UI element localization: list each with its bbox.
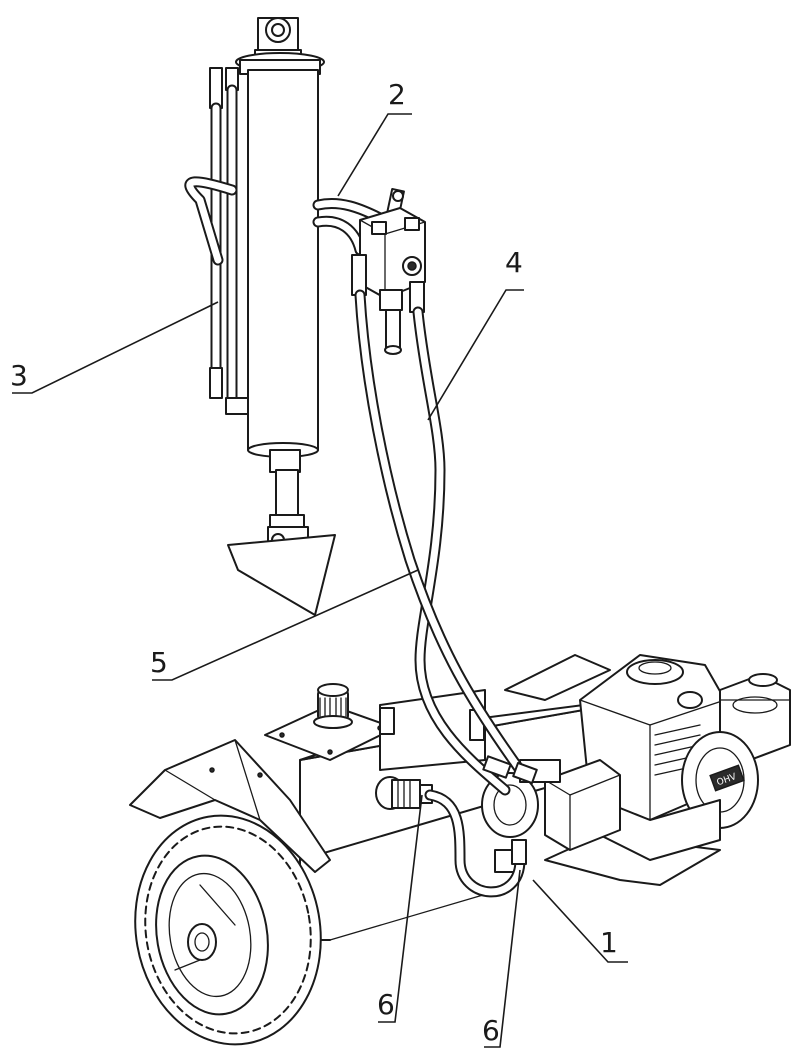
pressure-hose-4 bbox=[412, 306, 511, 796]
callout-6-right: 6 bbox=[482, 869, 521, 1048]
filler-cap bbox=[313, 683, 353, 729]
callout-1: 1 bbox=[532, 879, 628, 963]
return-hose-left bbox=[184, 67, 249, 415]
callout-label-6-left: 6 bbox=[377, 988, 395, 1021]
suction-hose bbox=[424, 789, 526, 898]
fender bbox=[129, 739, 331, 873]
control-valve bbox=[351, 187, 426, 355]
callout-label-5: 5 bbox=[150, 646, 168, 679]
callout-3: 3 bbox=[10, 301, 219, 394]
callout-label-3: 3 bbox=[10, 359, 28, 392]
callout-2: 2 bbox=[337, 78, 412, 197]
callout-6-left: 6 bbox=[377, 794, 423, 1023]
callout-label-2: 2 bbox=[388, 78, 406, 111]
callout-label-6-right: 6 bbox=[482, 1014, 500, 1047]
callout-label-1: 1 bbox=[600, 926, 618, 959]
wheel bbox=[134, 814, 322, 1046]
engine: OHV bbox=[504, 654, 791, 886]
callout-5: 5 bbox=[150, 569, 419, 681]
return-hose-5 bbox=[354, 289, 526, 776]
callout-4: 4 bbox=[427, 246, 524, 421]
hydraulic-cylinder bbox=[227, 17, 336, 616]
pump-fittings bbox=[482, 755, 538, 865]
pressure-hose-top bbox=[312, 197, 386, 256]
callout-label-4: 4 bbox=[505, 246, 523, 279]
